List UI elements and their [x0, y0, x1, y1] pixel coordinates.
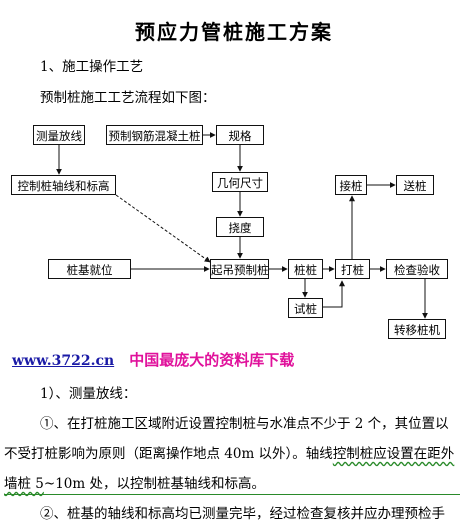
document-title: 预应力管桩施工方案	[135, 20, 333, 44]
flow-box-move-rig: 转移桩机	[388, 319, 446, 339]
para1-line3: 墙桩 5~10m 处，以控制桩基轴线和标高。	[4, 472, 265, 492]
flow-box-lift: 起吊预制桩	[210, 259, 269, 279]
flow-box-pile-position: 桩基就位	[48, 259, 131, 279]
flow-box-deflection: 挠度	[216, 217, 264, 237]
arrow-control-lift	[115, 194, 211, 263]
para1-line3-marked: 墙桩 5	[4, 476, 44, 492]
flow-box-set-pile: 桩桩	[288, 259, 323, 279]
flow-box-precast: 预制钢筋混凝土桩	[106, 125, 203, 145]
site-link[interactable]: www.3722.cn	[12, 353, 115, 369]
para1-line2: 不受打桩影响为原则（距离操作地点 40m 以外）。轴线控制桩应设置在距外	[4, 442, 454, 462]
flow-box-measure: 测量放线	[33, 125, 85, 145]
flow-box-dimension: 几何尺寸	[212, 172, 268, 192]
flow-box-send: 送桩	[396, 175, 434, 195]
para1-line1: ①、在打桩施工区域附近设置控制桩与水准点不少于 2 个，其位置以	[40, 416, 449, 432]
para1-line2-marked: 控制桩应设置在距外	[332, 446, 455, 462]
section-heading: 1、施工操作工艺	[40, 59, 144, 75]
divider-line	[4, 494, 460, 495]
para2-line1: ②、桩基的轴线和标高均已测量完毕，经过检查复核并应办理预检手	[40, 506, 445, 522]
sub-heading: 1）、测量放线：	[40, 386, 137, 402]
flow-box-inspect: 检查验收	[386, 259, 448, 279]
flow-box-spec: 规格	[216, 125, 264, 145]
flow-box-trial-pile: 试桩	[288, 298, 323, 318]
flow-box-drive: 打桩	[335, 259, 370, 279]
flow-box-splice: 接桩	[335, 175, 367, 195]
para1-line3-text: ~10m 处，以控制桩基轴线和标高。	[43, 476, 265, 492]
banner-slogan: 中国最庞大的资料库下载	[129, 351, 295, 369]
banner: www.3722.cn 中国最庞大的资料库下载	[12, 349, 294, 370]
intro-line: 预制桩施工工艺流程如下图：	[40, 90, 216, 106]
flow-box-control: 控制桩轴线和标高	[11, 175, 116, 195]
arrow-trial-drive	[323, 280, 345, 308]
para1-line2-text: 不受打桩影响为原则（距离操作地点 40m 以外）。轴线	[4, 446, 333, 462]
